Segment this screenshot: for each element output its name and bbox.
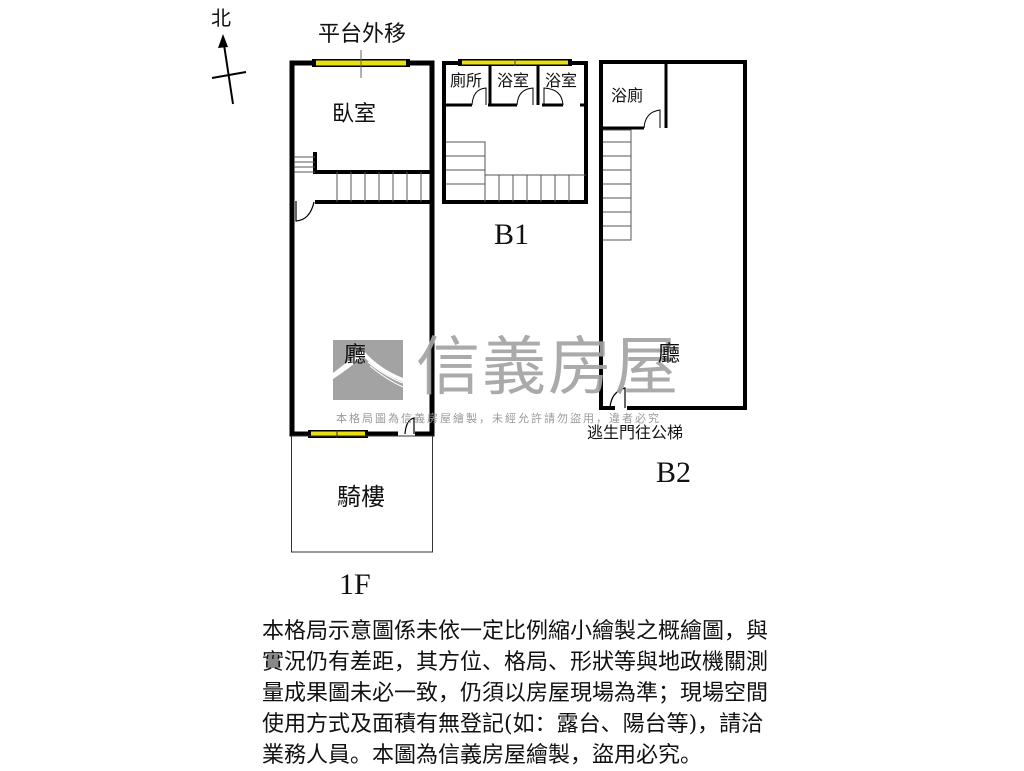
- room-arcade: 騎樓: [337, 483, 385, 511]
- room-living-1f: 廳: [344, 343, 367, 368]
- floor-label-b1: B1: [494, 218, 530, 251]
- room-bath-1: 浴室: [497, 71, 530, 90]
- floor-b1-plan: [442, 59, 588, 204]
- watermark-subtext: 本格局圖為信義房屋繪製，未經允許請勿盜用，違者必究: [336, 412, 661, 425]
- north-arrow-icon: [211, 34, 247, 105]
- watermark-logo-icon: [333, 340, 404, 400]
- exit-note: 逃生門往公梯: [587, 423, 684, 442]
- disclaimer-line: 本格局示意圖係未依一定比例縮小繪製之概繪圖，與: [262, 619, 769, 644]
- room-living-b2: 廳: [658, 342, 681, 367]
- disclaimer-line: 業務人員。本圖為信義房屋繪製，盜用必究。: [262, 743, 703, 768]
- room-bath-2: 浴室: [545, 71, 578, 90]
- room-bath-toilet: 浴廁: [611, 86, 644, 105]
- disclaimer-line: 實況仍有差距，其方位、格局、形狀等與地政機關測: [262, 650, 769, 675]
- floor-1f-plan: [289, 50, 435, 553]
- disclaimer-line: 使用方式及面積有無登記(如：露台、陽台等)，請洽: [262, 712, 764, 737]
- balcony-note: 平台外移: [318, 22, 407, 47]
- floor-label-b2: B2: [656, 456, 692, 489]
- watermark-brand: 信義房屋: [416, 331, 680, 405]
- floor-label-1f: 1F: [339, 568, 371, 601]
- room-bedroom: 臥室: [332, 102, 377, 127]
- disclaimer-line: 量成果圖未必一致，仍須以房屋現場為準；現場空間: [262, 681, 769, 706]
- north-label: 北: [211, 6, 231, 30]
- room-toilet: 廁所: [450, 71, 483, 90]
- disclaimer: 本格局示意圖係未依一定比例縮小繪製之概繪圖，與 實況仍有差距，其方位、格局、形狀…: [262, 616, 842, 771]
- floor-b2-plan: [599, 60, 747, 410]
